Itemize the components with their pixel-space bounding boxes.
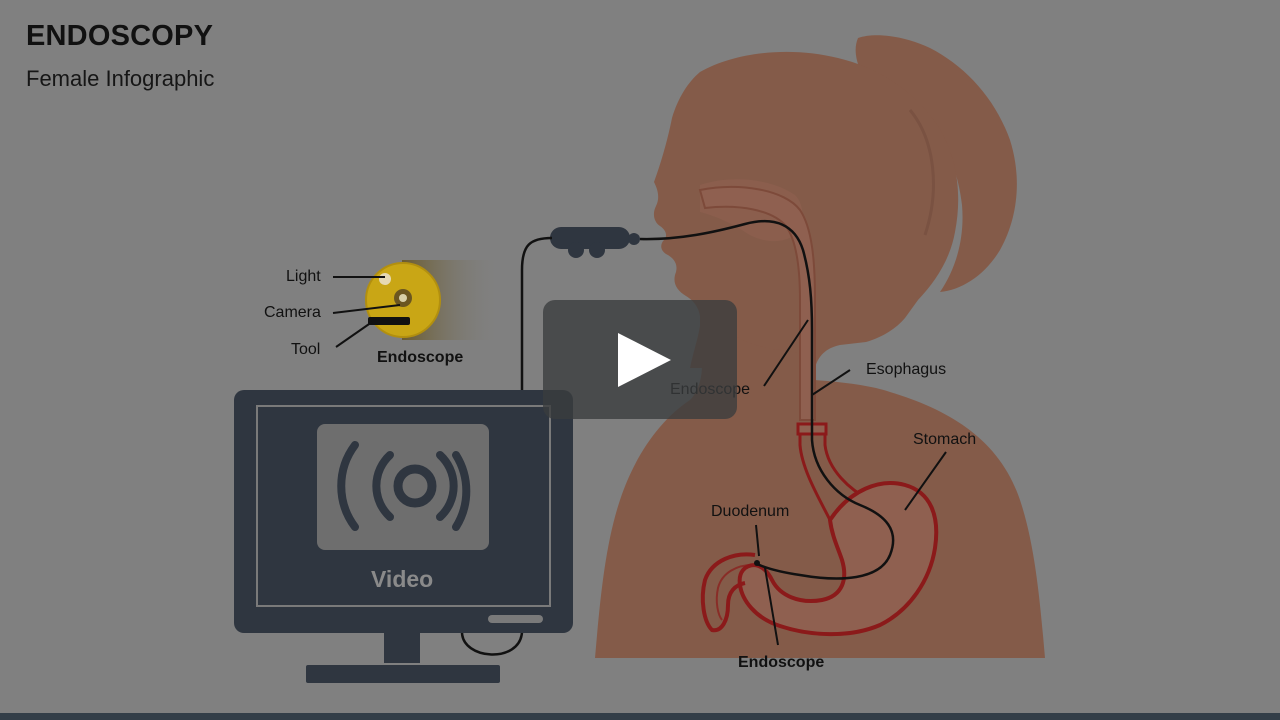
- endoscope-bottom-leader: [764, 567, 779, 646]
- endoscope-bottom-tip: [754, 560, 760, 566]
- camera-leader: [332, 304, 401, 314]
- cable-to-monitor: [520, 236, 553, 392]
- monitor-screen-border: [256, 405, 551, 607]
- head: [653, 51, 959, 368]
- duodenum-inner: [715, 564, 753, 621]
- progress-bar-track[interactable]: [0, 713, 1280, 720]
- esophagus-leader: [811, 369, 851, 396]
- monitor-neck: [384, 633, 420, 663]
- tool-channel: [368, 317, 410, 325]
- slide-subtitle: Female Infographic: [26, 66, 215, 91]
- scope-tip-closeup: Light Camera Tool Endoscope: [264, 260, 502, 366]
- play-icon: [618, 333, 671, 387]
- handle-joint: [628, 233, 640, 245]
- video-signal-icon: [337, 441, 471, 531]
- label-tool: Tool: [291, 341, 320, 358]
- stomach-leader: [904, 451, 947, 511]
- monitor: Video: [234, 390, 573, 683]
- play-button[interactable]: [543, 300, 737, 419]
- video-label: Video: [371, 566, 433, 592]
- monitor-cable: [460, 631, 524, 656]
- throat-passage: [698, 185, 816, 421]
- label-esophagus: Esophagus: [866, 361, 946, 378]
- hair-part: [908, 109, 935, 236]
- ponytail: [855, 35, 1017, 293]
- stomach: [737, 481, 939, 637]
- label-light: Light: [286, 268, 321, 285]
- digestive-organs: [698, 185, 939, 637]
- label-endoscope-tip: Endoscope: [377, 349, 463, 366]
- tool-leader: [335, 321, 373, 348]
- esophagus: [798, 425, 832, 521]
- light-lens: [379, 273, 391, 285]
- endoscope-handle: [550, 227, 630, 249]
- slide-title: ENDOSCOPY: [26, 20, 214, 52]
- handle-knob-2: [589, 242, 605, 258]
- monitor-power-led: [488, 615, 543, 623]
- duodenum-leader: [755, 524, 760, 557]
- camera-lens-inner: [399, 294, 407, 302]
- label-endoscope-bottom: Endoscope: [738, 654, 824, 671]
- monitor-base: [306, 665, 500, 683]
- endoscope-cable: [460, 219, 895, 656]
- label-duodenum: Duodenum: [711, 503, 789, 520]
- label-camera: Camera: [264, 304, 321, 321]
- duodenum: [700, 552, 756, 633]
- endoscope-mid-leader: [763, 319, 809, 387]
- handle-knob-1: [568, 242, 584, 258]
- cable-into-body: [639, 219, 895, 580]
- label-stomach: Stomach: [913, 431, 976, 448]
